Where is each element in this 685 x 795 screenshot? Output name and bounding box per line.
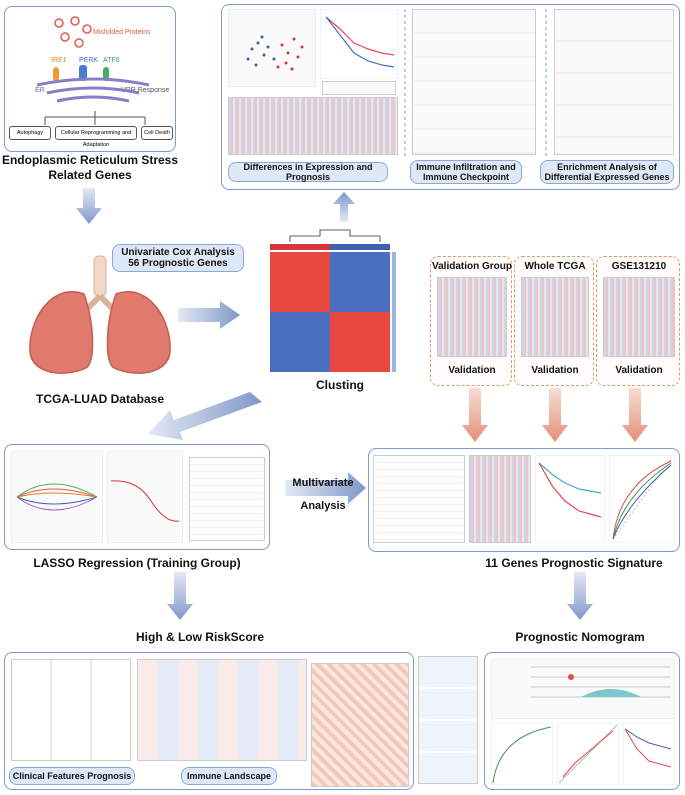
clinical-km-grid <box>11 659 131 761</box>
top-results-panel: Differences in Expression and Prognosis … <box>221 4 680 190</box>
validation-plots <box>521 277 589 357</box>
label-expression-prognosis: Differences in Expression and Prognosis <box>228 162 388 182</box>
label-immune-infiltration: Immune Infiltration and Immune Checkpoin… <box>410 160 522 184</box>
lasso-cv-plot <box>107 451 183 543</box>
outcome-autophagy: Autophagy <box>9 126 51 140</box>
nomogram-panel <box>484 652 680 790</box>
validation-box-1: Validation Group Validation <box>430 256 512 386</box>
enrichment-plots-mini <box>554 9 674 155</box>
calibration-plot <box>557 723 619 785</box>
misfolded-proteins-icon <box>54 16 92 48</box>
outcome-reprogramming: Cellular Reprogramming and Adaptation <box>55 126 137 148</box>
nomogram-km <box>623 723 675 785</box>
validation-plots <box>603 277 675 357</box>
risk-table-mini <box>322 81 396 95</box>
validation-plots <box>437 277 507 357</box>
validation-group-title: Validation Group <box>431 261 512 272</box>
er-label: ER <box>35 87 45 94</box>
risk-panel: Clinical Features Prognosis Immune Lands… <box>4 652 414 790</box>
signature-panel <box>368 448 680 552</box>
ire1-label: IRE1 <box>51 57 67 64</box>
atf6-label: ATF6 <box>103 57 120 64</box>
er-membrane-diagram <box>36 65 150 103</box>
er-stress-title: Endoplasmic Reticulum Stress Related Gen… <box>1 153 179 182</box>
upr-label: UPR Response <box>121 87 170 94</box>
validation-box-3: GSE131210 Validation <box>596 256 680 386</box>
er-stress-panel: Misfolded Proteins IRE1 PERK ATF6 ER UPR… <box>4 6 176 152</box>
lasso-coefficient-plot <box>11 451 103 543</box>
nomogram-roc <box>491 723 553 785</box>
consensus-cluster-heatmap <box>270 229 396 372</box>
top-panel-separators <box>404 9 547 159</box>
misfolded-proteins-label: Misfolded Proteins <box>93 29 151 36</box>
nomogram-plot <box>491 659 675 719</box>
signature-km-curve <box>535 455 605 543</box>
outcome-cell-death: Cell Death <box>141 126 173 140</box>
label-enrichment-analysis: Enrichment Analysis of Differential Expr… <box>540 160 674 184</box>
immune-boxplots-mini <box>412 9 536 155</box>
lung-icon <box>29 255 171 374</box>
label-immune-landscape: Immune Landscape <box>181 767 277 785</box>
correlation-heatmap <box>311 663 409 787</box>
signature-roc-curve <box>609 455 675 543</box>
risk-score-plot <box>469 455 531 543</box>
pca-3d-scatter <box>228 9 316 87</box>
signature-table-mini <box>373 455 465 543</box>
validation-label: Validation <box>531 365 579 376</box>
outcome-arrows <box>44 111 146 125</box>
gse131210-title: GSE131210 <box>611 261 667 272</box>
label-risk-score: High & Low RiskScore <box>135 630 265 644</box>
validation-label: Validation <box>448 365 496 376</box>
cox-table-mini <box>189 457 265 541</box>
km-survival-curve <box>320 9 398 79</box>
label-multivariate: Multivariate Analysis <box>292 477 354 513</box>
immune-plots <box>137 659 307 761</box>
label-nomogram: Prognostic Nomogram <box>515 630 645 644</box>
label-signature: 11 Genes Prognostic Signature <box>485 556 663 570</box>
lasso-panel <box>4 444 270 550</box>
label-clinical-features: Clinical Features Prognosis <box>9 767 135 785</box>
label-univariate-cox: Univariate Cox Analysis 56 Prognostic Ge… <box>112 244 244 272</box>
label-tcga-luad: TCGA-LUAD Database <box>35 392 164 406</box>
expression-heatmap-mini <box>228 97 398 155</box>
label-lasso: LASSO Regression (Training Group) <box>33 556 241 570</box>
validation-box-2: Whole TCGA Validation <box>514 256 594 386</box>
validation-label: Validation <box>615 365 663 376</box>
perk-label: PERK <box>79 57 99 64</box>
scatter-strip <box>418 656 478 784</box>
whole-tcga-title: Whole TCGA <box>524 261 586 272</box>
label-clusting: Clusting <box>316 378 364 392</box>
